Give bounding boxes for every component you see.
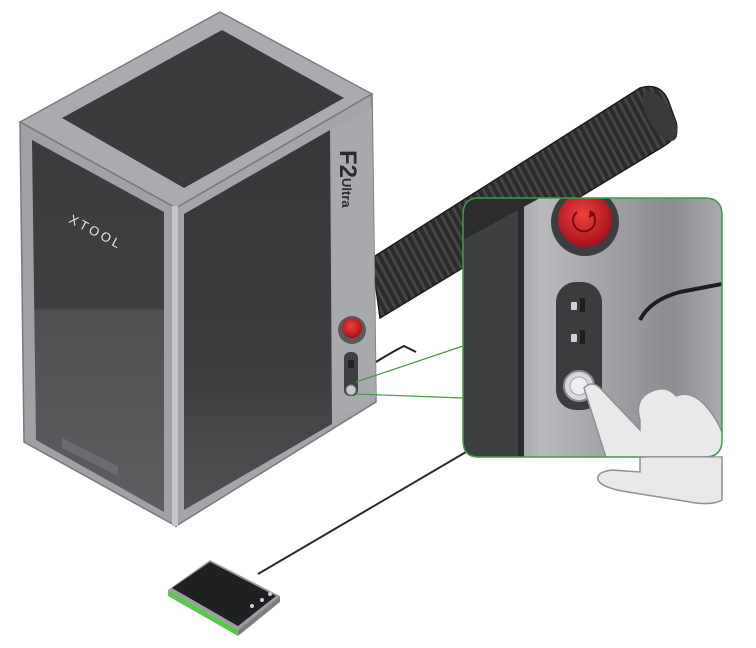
remote-cable: [257, 451, 467, 575]
side-window: [184, 130, 332, 510]
emergency-stop-icon[interactable]: [338, 316, 366, 344]
key-switch-icon[interactable]: [571, 298, 585, 312]
model-suffix: Ultra: [339, 178, 354, 208]
emergency-stop-button[interactable]: [551, 188, 619, 256]
zoom-callout: [462, 188, 723, 458]
power-button-small[interactable]: [345, 384, 357, 396]
hand-wrist: [597, 456, 723, 505]
control-switch-panel: [556, 282, 602, 410]
remote-controller[interactable]: [168, 560, 280, 636]
callout-connector: [355, 345, 464, 399]
switch-panel: [344, 352, 358, 396]
model-number: F2: [334, 150, 361, 178]
laser-machine: F2 Ultra XTOOL: [18, 11, 417, 528]
lock-icon: [571, 330, 585, 344]
pointing-hand-icon: [583, 383, 722, 457]
front-window: [32, 140, 164, 512]
lid-window: [62, 30, 344, 188]
